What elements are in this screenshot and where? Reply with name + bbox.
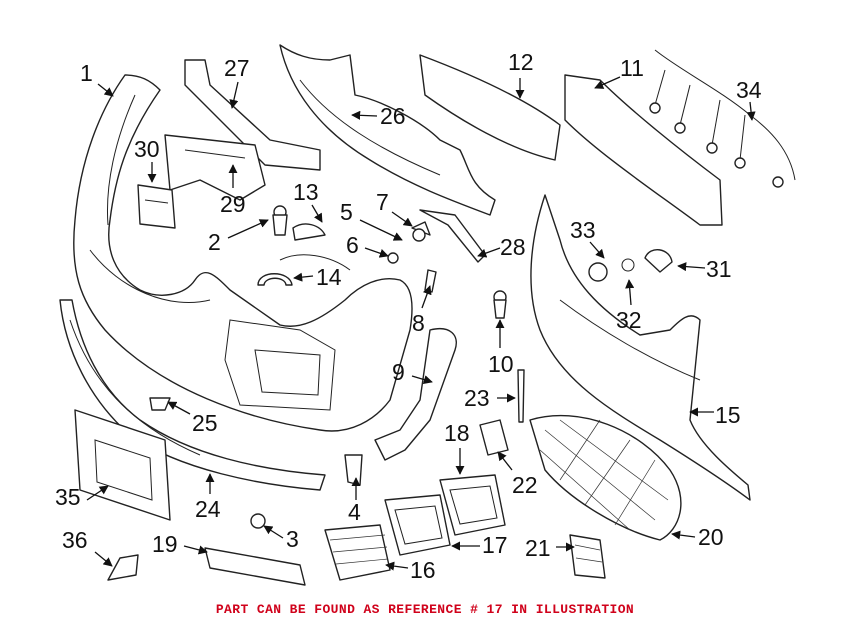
ref-label-10: 10 [488,351,514,377]
reference-labels: 1 2 3 4 5 6 7 8 9 10 11 12 13 14 15 16 1… [55,49,762,583]
reinforcement-11-part [564,74,723,226]
ref-label-9: 9 [392,359,405,385]
ref-label-19: 19 [152,531,178,557]
insert-21-part [569,534,606,579]
module-30-part [137,184,176,229]
ref-label-18: 18 [444,420,470,446]
absorber-12-part [419,54,561,161]
ref-label-2: 2 [208,229,221,255]
ref-label-15: 15 [715,402,741,428]
ref-label-32: 32 [616,307,642,333]
ref-label-3: 3 [286,526,299,552]
ref-label-11: 11 [620,55,644,81]
ref-label-35: 35 [55,484,81,510]
ref-label-26: 26 [380,103,406,129]
ref-label-30: 30 [134,136,160,162]
trim-9-part [374,328,457,461]
ref-label-5: 5 [340,199,353,225]
reference-note: PART CAN BE FOUND AS REFERENCE # 17 IN I… [215,602,635,617]
ref-label-1: 1 [80,60,93,86]
insert-18-part [439,474,506,536]
ref-label-20: 20 [698,524,724,550]
grille-frame-part [530,194,751,501]
ref-label-36: 36 [62,527,88,553]
ref-label-4: 4 [348,499,361,525]
ref-label-21: 21 [525,535,551,561]
lower-spoiler-part [59,299,326,491]
ref-label-16: 16 [410,557,436,583]
trim-19-part [204,547,306,586]
ref-label-22: 22 [512,472,538,498]
ref-label-8: 8 [412,310,425,336]
ref-label-7: 7 [376,189,389,215]
insert-22-part [479,419,509,456]
ref-label-31: 31 [706,256,732,282]
wiring-harness-part [649,49,796,188]
ref-label-34: 34 [736,77,762,103]
ref-label-6: 6 [346,232,359,258]
ref-label-24: 24 [195,496,221,522]
insert-17-part [384,494,451,556]
ref-label-17: 17 [482,532,508,558]
ref-label-23: 23 [464,385,490,411]
ref-label-12: 12 [508,49,534,75]
insert-16-part [324,524,391,581]
grille-20-part [529,414,682,541]
ref-label-29: 29 [220,191,246,217]
ref-label-13: 13 [293,179,319,205]
ref-label-14: 14 [316,264,342,290]
ref-label-28: 28 [500,234,526,260]
bumper-cover-part [73,74,413,432]
ref-label-25: 25 [192,410,218,436]
upper-carrier-part [279,44,496,216]
ref-label-33: 33 [570,217,596,243]
bracket-29-part [164,134,266,201]
leader-lines [86,76,756,571]
ref-label-27: 27 [224,55,250,81]
license-bracket-part [74,409,171,521]
